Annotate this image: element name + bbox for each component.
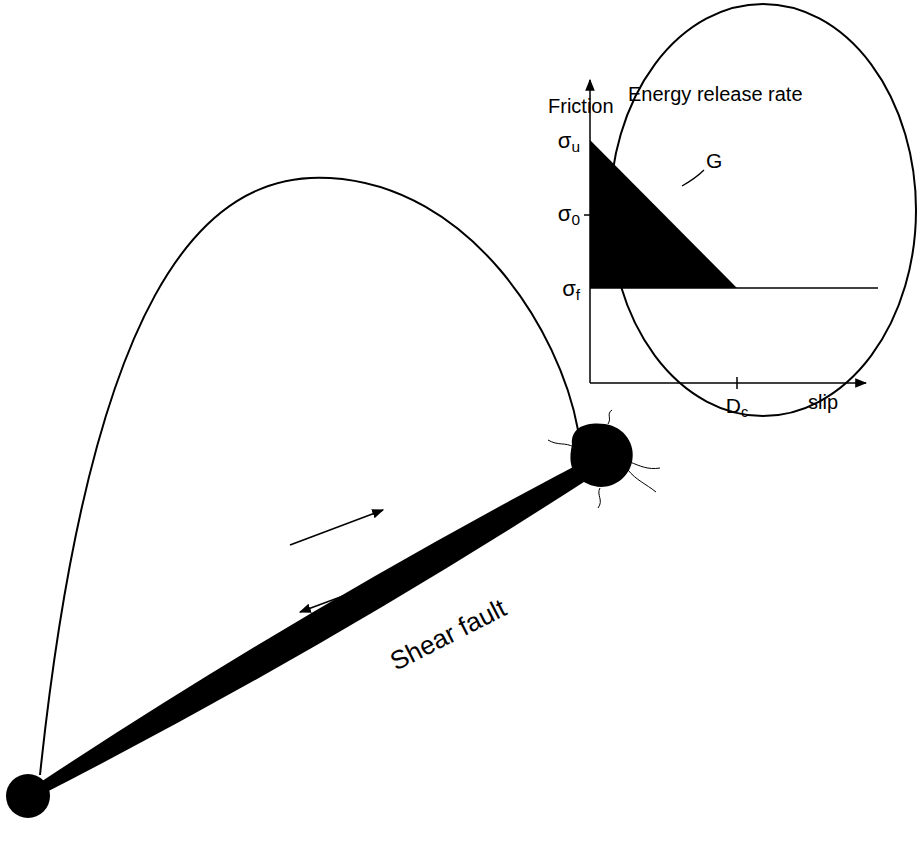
area-symbol: G xyxy=(706,150,722,171)
leader-line xyxy=(682,170,704,186)
slip-arrow xyxy=(290,510,383,545)
slip-arrow xyxy=(300,573,405,612)
cracks xyxy=(548,410,660,508)
stress-symbol: σf xyxy=(562,278,580,300)
slip-axis xyxy=(590,382,866,384)
tick xyxy=(736,377,738,389)
fault-body xyxy=(28,455,605,799)
area-label: Energy release rate xyxy=(628,84,803,104)
energy-area xyxy=(590,140,737,288)
residual-friction xyxy=(590,287,878,289)
axis-label: Friction xyxy=(548,96,614,116)
stress-symbol: σu xyxy=(558,130,580,152)
fault-label: Shear fault xyxy=(386,594,510,674)
tick xyxy=(584,214,596,216)
axis-label: slip xyxy=(808,392,838,412)
fault-tip xyxy=(6,774,50,818)
stress-arc xyxy=(40,178,578,775)
process-zone xyxy=(570,423,632,486)
stress-symbol: σ0 xyxy=(558,203,580,225)
slip-symbol: Dc xyxy=(726,395,749,416)
